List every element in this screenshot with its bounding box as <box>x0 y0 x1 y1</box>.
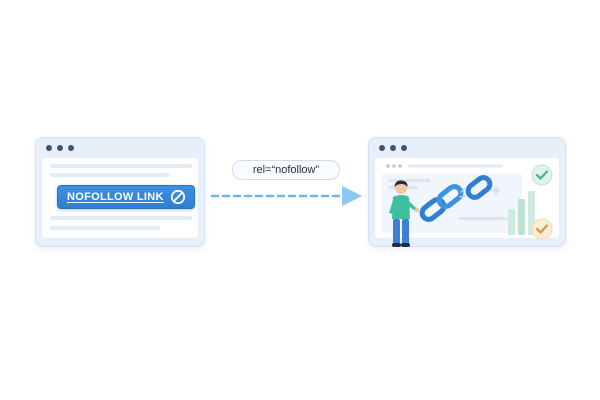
window-dot <box>57 145 63 151</box>
rel-attribute-text: rel=“nofollow” <box>252 164 320 176</box>
prohibited-icon <box>170 189 186 205</box>
target-page-artwork <box>382 164 553 247</box>
person-icon <box>389 180 420 247</box>
page-header-dots <box>386 164 503 168</box>
broken-chain-icon <box>419 175 493 222</box>
source-page-content: NOFOLLOW LINK <box>42 158 198 238</box>
window-dot <box>401 145 407 151</box>
nofollow-link-label: NOFOLLOW LINK <box>67 191 164 203</box>
check-badge-icon <box>531 164 553 186</box>
window-controls <box>46 145 74 151</box>
text-line-placeholder <box>50 164 192 168</box>
window-dot <box>68 145 74 151</box>
text-line-placeholder <box>50 226 160 230</box>
nofollow-link-button[interactable]: NOFOLLOW LINK <box>57 185 195 209</box>
text-line-placeholder <box>50 173 170 177</box>
window-controls <box>379 145 407 151</box>
window-dot <box>379 145 385 151</box>
sparkle-icon <box>424 177 502 196</box>
check-badge-icon <box>531 218 553 240</box>
rel-attribute-tag: rel=“nofollow” <box>232 160 340 180</box>
dashed-arrow-right-icon <box>210 186 362 206</box>
text-line-placeholder <box>50 216 192 220</box>
window-dot <box>46 145 52 151</box>
window-dot <box>390 145 396 151</box>
source-browser-window: NOFOLLOW LINK <box>35 137 205 247</box>
